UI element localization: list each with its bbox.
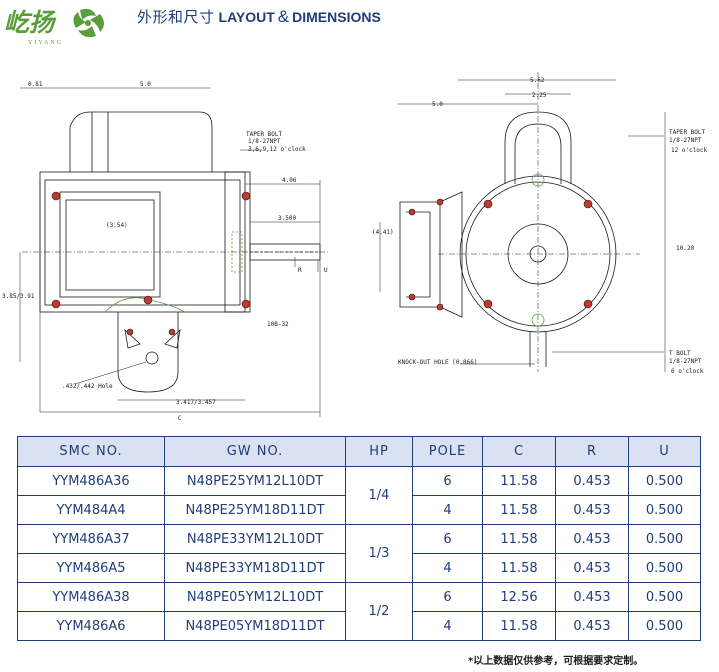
dim-label: KNOCK-OUT HOLE (0.866): [398, 359, 477, 366]
cell-smc: YYM486A5: [17, 553, 165, 583]
dim-label: 2.25: [532, 92, 547, 99]
table-row: YYM486A38 N48PE05YM12L10DT 1/2 6 12.56 0…: [17, 582, 701, 641]
motor-dimension-drawing: 0.81 5.0 TAPER BOLT 1/8-27NPT 3,6,9,12 o…: [2, 72, 708, 422]
title-chinese: 外形和尺寸: [137, 8, 215, 26]
cell-pole: 6: [412, 582, 483, 612]
dimension-labels: 0.81 5.0 TAPER BOLT 1/8-27NPT 3,6,9,12 o…: [2, 77, 708, 422]
cell-c: 11.58: [482, 524, 556, 554]
col-header-smc: SMC NO.: [17, 436, 165, 467]
spec-table: SMC NO. GW NO. HP POLE C R U YYM486A36 N…: [17, 436, 701, 641]
dim-label: 5.0: [432, 101, 443, 108]
title-layout: LAYOUT: [218, 9, 275, 25]
col-header-r: R: [555, 436, 629, 467]
cell-gw: N48PE25YM18D11DT: [164, 495, 346, 525]
dim-label: (3.54): [106, 222, 128, 229]
motor-end-view: [399, 72, 640, 372]
dim-label: 1/8-27NPT: [669, 137, 702, 144]
dim-label: 3.85/3.91: [2, 293, 35, 300]
footnote: *以上数据仅供参考，可根据要求定制。: [468, 656, 644, 667]
table-row: YYM486A6 N48PE05YM18D11DT 4 11.58 0.453 …: [17, 611, 701, 641]
cell-u: 0.500: [628, 611, 701, 641]
cell-u: 0.500: [628, 553, 701, 583]
logo-text: 屹扬: [4, 8, 57, 37]
table-header-row: SMC NO. GW NO. HP POLE C R U: [17, 436, 701, 467]
cell-pole: 4: [412, 553, 483, 583]
dim-label: 12 o'clock: [671, 147, 708, 154]
cell-pole: 4: [412, 611, 483, 641]
dim-label: 10B-32: [267, 321, 289, 328]
logo-subtext: YIYANG: [28, 40, 63, 46]
cell-smc: YYM484A4: [17, 495, 165, 525]
col-header-gw: GW NO.: [164, 436, 346, 467]
table-row: YYM486A5 N48PE33YM18D11DT 4 11.58 0.453 …: [17, 553, 701, 583]
page-title: 外形和尺寸 LAYOUT & DIMENSIONS: [137, 6, 381, 30]
cell-smc: YYM486A6: [17, 611, 165, 641]
dim-label: C: [178, 415, 182, 422]
dim-label: TAPER BOLT: [669, 129, 706, 136]
cell-c: 11.58: [482, 553, 556, 583]
cell-smc: YYM486A36: [17, 466, 165, 496]
col-header-u: U: [628, 436, 701, 467]
col-header-hp: HP: [345, 436, 413, 467]
dim-label: 3,6,9,12 o'clock: [248, 146, 306, 153]
cell-u: 0.500: [628, 524, 701, 554]
cell-pole: 6: [412, 466, 483, 496]
cell-c: 11.58: [482, 611, 556, 641]
dim-label: TAPER BOLT: [246, 131, 283, 138]
cell-smc: YYM486A38: [17, 582, 165, 612]
dim-label: 3.500: [278, 215, 296, 222]
cell-hp: 1/4: [345, 466, 413, 525]
cell-c: 12.56: [482, 582, 556, 612]
cell-r: 0.453: [555, 524, 629, 554]
cell-gw: N48PE33YM12L10DT: [164, 524, 346, 554]
cell-r: 0.453: [555, 495, 629, 525]
col-header-pole: POLE: [412, 436, 483, 467]
dim-label: 1/8-27NPT: [248, 138, 281, 145]
dim-label: 5.0: [140, 81, 151, 88]
cell-u: 0.500: [628, 582, 701, 612]
cell-r: 0.453: [555, 611, 629, 641]
cell-r: 0.453: [555, 553, 629, 583]
col-header-c: C: [482, 436, 556, 467]
cell-gw: N48PE05YM12L10DT: [164, 582, 346, 612]
cell-pole: 4: [412, 495, 483, 525]
dim-label: .432/.442 Hole: [62, 383, 113, 390]
fan-emblem-icon: [73, 8, 104, 38]
cell-smc: YYM486A37: [17, 524, 165, 554]
cell-gw: N48PE33YM18D11DT: [164, 553, 346, 583]
dim-label: T BOLT: [669, 350, 691, 357]
dim-label: 4.06: [282, 177, 297, 184]
cell-hp: 1/3: [345, 524, 413, 583]
dim-label: 5.62: [530, 77, 545, 84]
dim-label: 10.20: [676, 245, 694, 252]
cell-pole: 6: [412, 524, 483, 554]
cell-r: 0.453: [555, 466, 629, 496]
dim-label: 3.417/3.457: [176, 399, 216, 406]
title-ampersand: &: [277, 7, 290, 26]
cell-c: 11.58: [482, 495, 556, 525]
dim-label: 6 o'clock: [671, 368, 704, 375]
cell-c: 11.58: [482, 466, 556, 496]
dim-label: R: [298, 267, 302, 274]
table-row: YYM486A37 N48PE33YM12L10DT 1/3 6 11.58 0…: [17, 524, 701, 583]
cell-hp: 1/2: [345, 582, 413, 641]
cell-r: 0.453: [555, 582, 629, 612]
brand-logo: 屹扬 YIYANG: [4, 8, 104, 46]
motor-side-view: [22, 111, 330, 393]
cell-gw: N48PE05YM18D11DT: [164, 611, 346, 641]
cell-gw: N48PE25YM12L10DT: [164, 466, 346, 496]
dim-label: U: [324, 267, 328, 274]
dim-label: (4.41): [372, 229, 394, 236]
dim-label: 0.81: [28, 81, 43, 88]
table-row: YYM486A36 N48PE25YM12L10DT 1/4 6 11.58 0…: [17, 466, 701, 525]
cell-u: 0.500: [628, 495, 701, 525]
title-dimensions: DIMENSIONS: [292, 9, 381, 25]
cell-u: 0.500: [628, 466, 701, 496]
dim-label: 1/8-27NPT: [669, 358, 702, 365]
